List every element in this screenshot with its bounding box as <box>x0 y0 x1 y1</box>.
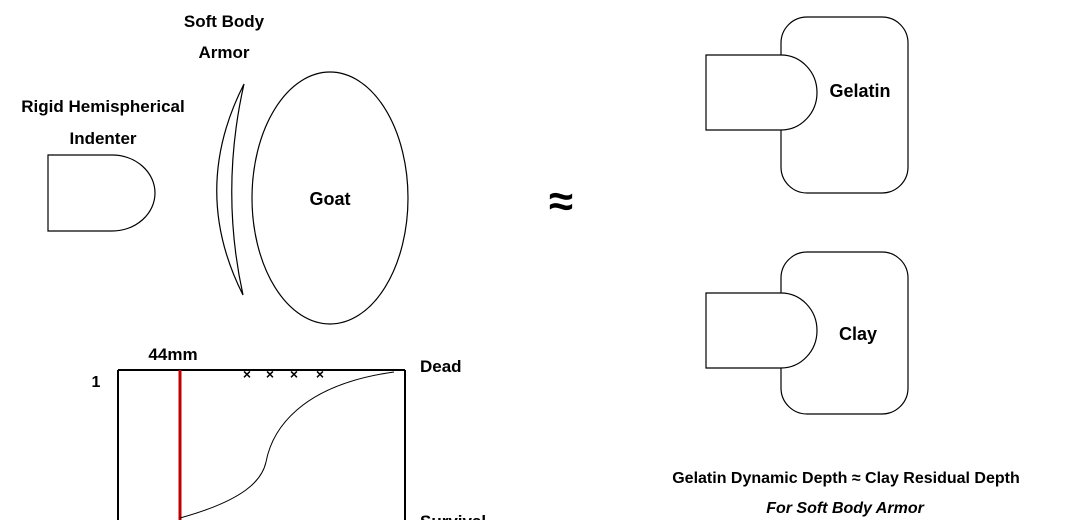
plot-x-marker: × <box>316 366 324 382</box>
caption-line1: Gelatin Dynamic Depth ≈ Clay Residual De… <box>672 470 1020 487</box>
left-scene: Soft Body Armor Rigid Hemispherical Inde… <box>21 12 409 325</box>
gelatin-indenter-shape <box>705 54 818 131</box>
plot-x-marker: × <box>266 366 274 382</box>
clay-label: Clay <box>839 324 877 344</box>
plot-marker-label: 44mm <box>148 345 197 364</box>
risk-plot: 44mm 1 Dead Survival × × × × <box>92 345 486 520</box>
armor-shape <box>216 83 245 296</box>
soft-body-armor-label-line1: Soft Body <box>184 12 265 31</box>
soft-body-armor-label-line2: Armor <box>198 43 249 62</box>
indenter-label-line2: Indenter <box>69 129 136 148</box>
gelatin-scene: Gelatin <box>705 16 909 194</box>
plot-survival-label: Survival <box>420 512 486 520</box>
gelatin-label: Gelatin <box>829 81 890 101</box>
plot-dead-label: Dead <box>420 357 462 376</box>
approx-symbol: ≈ <box>549 177 573 226</box>
clay-indenter-shape <box>705 292 818 369</box>
plot-x-marker: × <box>290 366 298 382</box>
clay-scene: Clay <box>705 251 909 415</box>
plot-risk-curve <box>179 371 395 519</box>
caption-line2: For Soft Body Armor <box>766 500 924 517</box>
plot-x-marker: × <box>243 366 251 382</box>
indenter-shape <box>47 154 156 232</box>
indenter-label-line1: Rigid Hemispherical <box>21 97 184 116</box>
goat-shape <box>251 71 409 325</box>
goat-label: Goat <box>309 189 350 209</box>
plot-y-tick-top: 1 <box>92 374 101 391</box>
